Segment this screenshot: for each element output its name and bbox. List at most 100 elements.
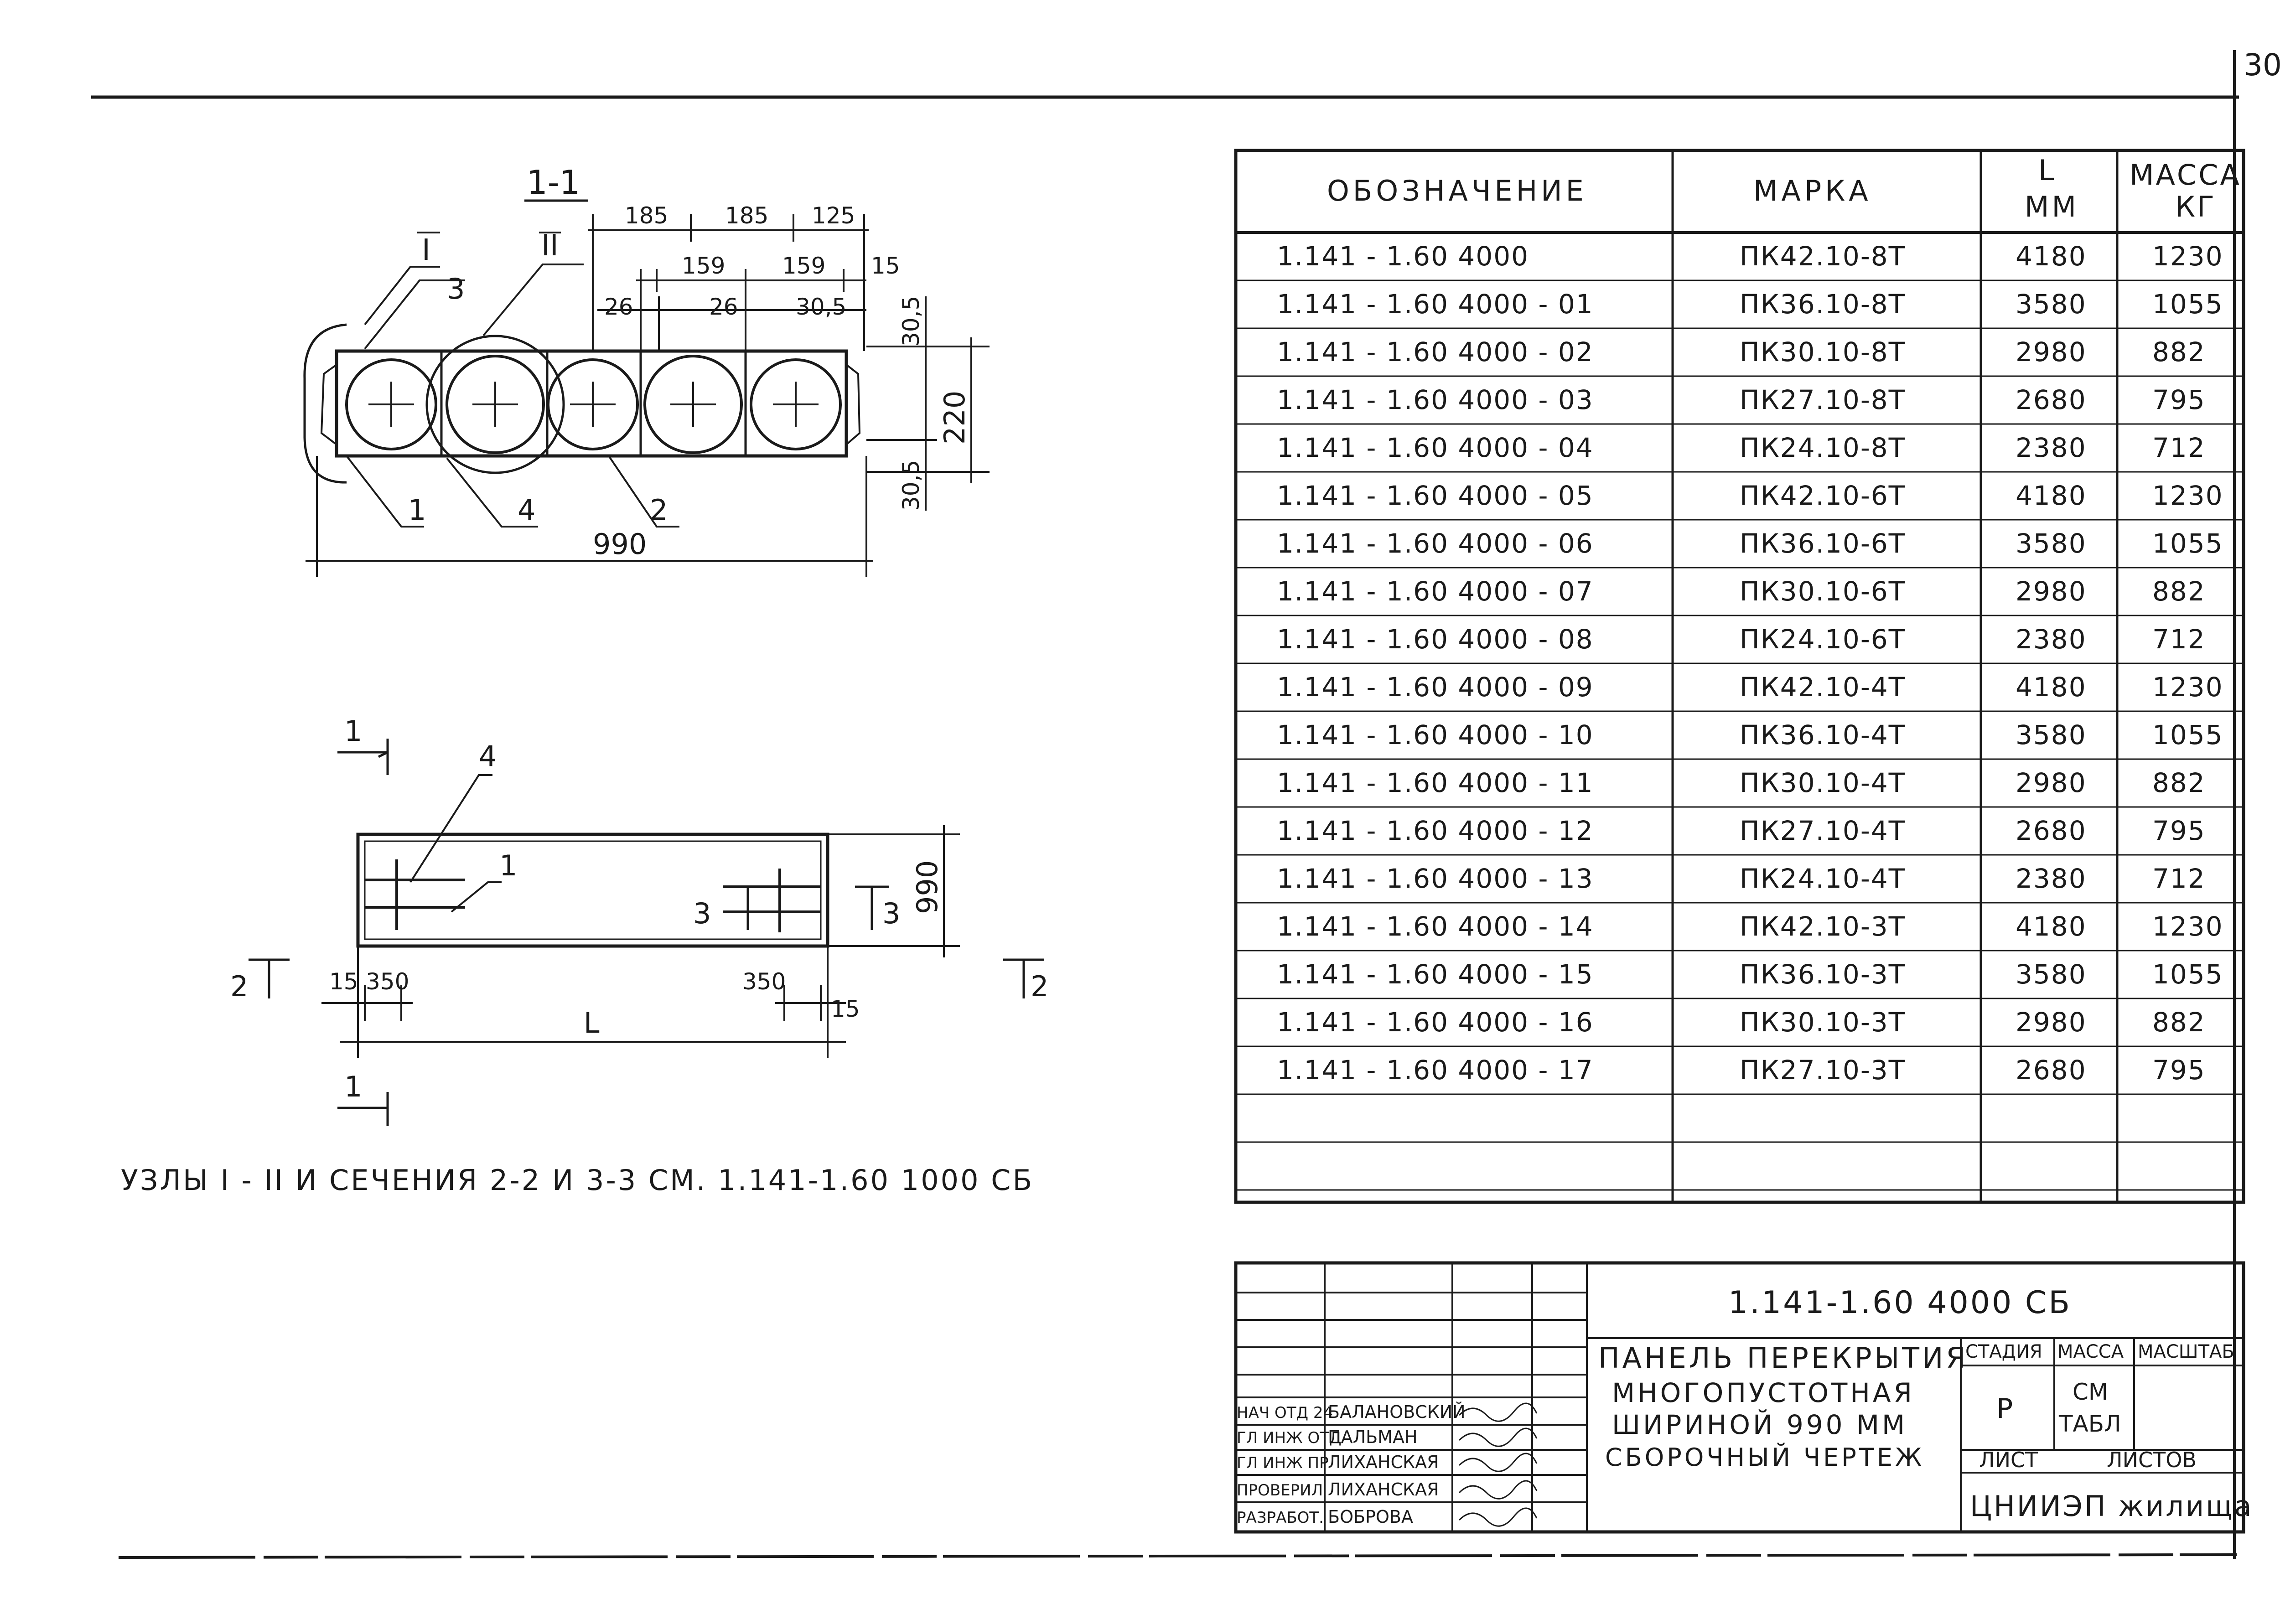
cell-length: 2680 <box>2016 384 2087 415</box>
cell-mass: 1230 <box>2152 241 2223 272</box>
cell-mass: 795 <box>2152 384 2206 415</box>
section-mark-3-left: 3 <box>693 897 711 930</box>
cell-mass: 795 <box>2152 1055 2206 1086</box>
header-length-unit: ММ <box>2025 190 2079 223</box>
cell-length: 2380 <box>2016 432 2087 463</box>
cell-mark: ПК42.10-4Т <box>1740 672 1906 703</box>
cell-length: 4180 <box>2016 911 2087 942</box>
cell-length: 2680 <box>2016 1055 2087 1086</box>
section-view: 1-1 <box>303 163 990 577</box>
cell-mark: ПК24.10-6Т <box>1740 624 1906 655</box>
cell-mass: 712 <box>2152 863 2206 894</box>
section-title: 1-1 <box>527 163 580 202</box>
plan-dim-15-right: 15 <box>831 996 860 1022</box>
dim-125: 125 <box>812 202 855 229</box>
header-designation: ОБОЗНАЧЕНИЕ <box>1327 174 1587 207</box>
cell-mass: 882 <box>2152 336 2206 367</box>
cell-length: 2980 <box>2016 336 2087 367</box>
cell-designation: 1.141 - 1.60 4000 - 17 <box>1277 1055 1594 1086</box>
cell-designation: 1.141 - 1.60 4000 - 01 <box>1277 289 1594 320</box>
node-label-1: I <box>422 233 430 267</box>
sheet-frame <box>91 50 2239 1559</box>
cell-mark: ПК24.10-8Т <box>1740 432 1906 463</box>
cell-mass: 1055 <box>2152 289 2223 320</box>
spec-table: ОБОЗНАЧЕНИЕ МАРКА L ММ МАССА КГ 1.141 - … <box>1234 149 2245 1204</box>
cell-mark: ПК27.10-3Т <box>1740 1055 1906 1086</box>
reference-note: УЗЛЫ I - II И СЕЧЕНИЯ 2-2 И 3-3 СМ. 1.14… <box>121 1164 1034 1197</box>
staff-role: ПРОВЕРИЛ <box>1237 1481 1323 1500</box>
dim-185-b: 185 <box>725 202 768 229</box>
cell-mark: ПК42.10-3Т <box>1740 911 1906 942</box>
cell-designation: 1.141 - 1.60 4000 - 12 <box>1277 815 1594 846</box>
signature-mark <box>1458 1427 1538 1447</box>
cell-mark: ПК42.10-8Т <box>1740 241 1906 272</box>
cell-designation: 1.141 - 1.60 4000 - 10 <box>1277 719 1594 750</box>
scale-header: МАСШТАБ <box>2138 1341 2234 1362</box>
sheet-label: ЛИСТ <box>1979 1448 2038 1472</box>
dim-990: 990 <box>593 528 647 561</box>
cell-designation: 1.141 - 1.60 4000 - 13 <box>1277 863 1594 894</box>
organization: ЦНИИЭП жилища <box>1970 1490 2254 1523</box>
page-number: 30 <box>2244 47 2280 83</box>
cell-mass: 1230 <box>2152 672 2223 703</box>
table-body: 1.141 - 1.60 4000 ПК42.10-8Т 4180 1230 1.141… <box>1277 241 2223 1086</box>
plan-dim-990: 990 <box>911 860 944 914</box>
dim-30-5-top: 30,5 <box>898 296 924 347</box>
cell-length: 3580 <box>2016 959 2087 990</box>
staff-role: ГЛ ИНЖ ОТД <box>1237 1429 1342 1447</box>
dim-159-b: 159 <box>782 253 825 279</box>
cell-mass: 712 <box>2152 624 2206 655</box>
cell-mark: ПК42.10-6Т <box>1740 480 1906 511</box>
callout-1: 1 <box>408 493 426 527</box>
staff-name: ПАЛЬМАН <box>1328 1427 1418 1447</box>
plan-dim-350-left: 350 <box>366 968 409 995</box>
cell-length: 2680 <box>2016 815 2087 846</box>
sheets-label: ЛИСТОВ <box>2107 1448 2197 1472</box>
plan-view: 4 1 1 1 2 2 3 3 <box>230 714 1048 1126</box>
cell-mark: ПК27.10-4Т <box>1740 815 1906 846</box>
staff-row: РАЗРАБОТ.БОБРОВА <box>1237 1507 1538 1527</box>
cell-length: 2380 <box>2016 863 2087 894</box>
cell-length: 2980 <box>2016 576 2087 607</box>
plan-dim-15-left: 15 <box>329 968 358 995</box>
dim-159-a: 159 <box>682 253 725 279</box>
header-mass: МАССА <box>2130 158 2241 191</box>
staff-name: БАЛАНОВСКИЙ <box>1328 1402 1466 1422</box>
cell-length: 4180 <box>2016 480 2087 511</box>
cell-designation: 1.141 - 1.60 4000 - 04 <box>1277 432 1594 463</box>
cell-designation: 1.141 - 1.60 4000 <box>1277 241 1529 272</box>
cell-designation: 1.141 - 1.60 4000 - 15 <box>1277 959 1594 990</box>
cell-mark: ПК30.10-3Т <box>1740 1007 1906 1038</box>
plan-dim-length: L <box>584 1006 600 1040</box>
cell-mark: ПК30.10-6Т <box>1740 576 1906 607</box>
cell-mass: 1055 <box>2152 719 2223 750</box>
cell-length: 4180 <box>2016 241 2087 272</box>
cell-mark: ПК30.10-4Т <box>1740 767 1906 798</box>
signature-mark <box>1458 1453 1538 1472</box>
cell-designation: 1.141 - 1.60 4000 - 09 <box>1277 672 1594 703</box>
dim-26-b: 26 <box>709 294 738 320</box>
section-mark-2-left: 2 <box>230 970 248 1003</box>
stage-value: Р <box>1996 1393 2013 1425</box>
callout-4: 4 <box>518 493 535 527</box>
title-line-4: СБОРОЧНЫЙ ЧЕРТЕЖ <box>1605 1443 1924 1472</box>
cell-length: 2980 <box>2016 1007 2087 1038</box>
cell-mass: 1055 <box>2152 528 2223 559</box>
cell-designation: 1.141 - 1.60 4000 - 05 <box>1277 480 1594 511</box>
cell-mass: 882 <box>2152 576 2206 607</box>
staff-role: ГЛ ИНЖ ПР <box>1237 1454 1329 1472</box>
cell-mark: ПК36.10-3Т <box>1740 959 1906 990</box>
dim-15-top: 15 <box>871 253 900 279</box>
title-line-2: МНОГОПУСТОТНАЯ <box>1612 1377 1915 1408</box>
stage-header: СТАДИЯ <box>1965 1341 2042 1362</box>
cell-mark: ПК36.10-8Т <box>1740 289 1906 320</box>
